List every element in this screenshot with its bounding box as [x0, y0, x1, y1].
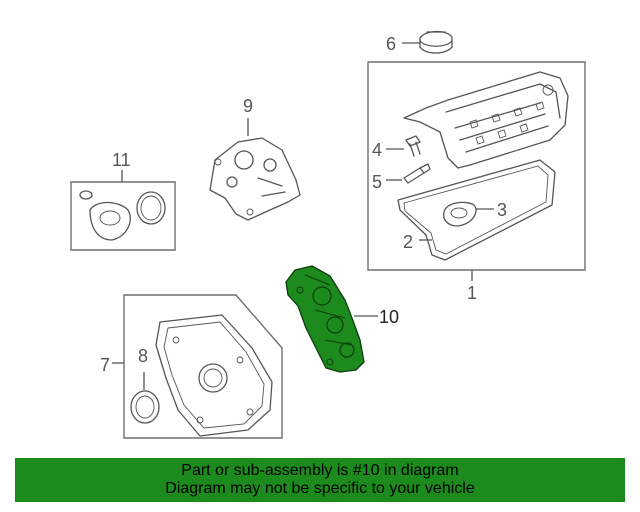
callout-11[interactable]: 11 — [112, 150, 131, 170]
callout-4[interactable]: 4 — [372, 140, 382, 160]
callout-1[interactable]: 1 — [467, 283, 477, 303]
part-8-seal[interactable] — [130, 390, 160, 424]
part-11-thermostat[interactable] — [79, 190, 166, 241]
part-1-valve-cover[interactable] — [403, 71, 569, 169]
parts-diagram: 6 1 2 3 4 5 — [70, 30, 586, 439]
part-10-highlighted-cover[interactable] — [285, 265, 365, 373]
callout-8[interactable]: 8 — [138, 346, 148, 366]
part-5-stud[interactable] — [403, 163, 431, 184]
group-7-box — [123, 294, 283, 439]
banner-line-1: Part or sub-assembly is #10 in diagram — [181, 462, 459, 479]
part-3-tube-seal[interactable] — [442, 201, 477, 227]
part-9-housing[interactable] — [209, 137, 301, 221]
part-6-oil-cap[interactable] — [419, 30, 453, 54]
callout-2[interactable]: 2 — [403, 232, 413, 252]
group-11-box — [70, 181, 176, 251]
group-1-box — [367, 61, 586, 271]
part-4-bolt[interactable] — [405, 135, 421, 157]
callout-3[interactable]: 3 — [497, 200, 507, 220]
callout-10[interactable]: 10 — [379, 307, 399, 327]
part-2-gasket[interactable] — [397, 159, 556, 261]
callout-9[interactable]: 9 — [243, 96, 253, 116]
part-7-timing-cover[interactable] — [155, 314, 273, 437]
callout-5[interactable]: 5 — [372, 172, 382, 192]
callout-6[interactable]: 6 — [386, 34, 396, 54]
banner-line-2: Diagram may not be specific to your vehi… — [165, 480, 475, 497]
info-banner: Part or sub-assembly is #10 in diagram D… — [15, 458, 625, 502]
callout-7[interactable]: 7 — [100, 355, 110, 375]
